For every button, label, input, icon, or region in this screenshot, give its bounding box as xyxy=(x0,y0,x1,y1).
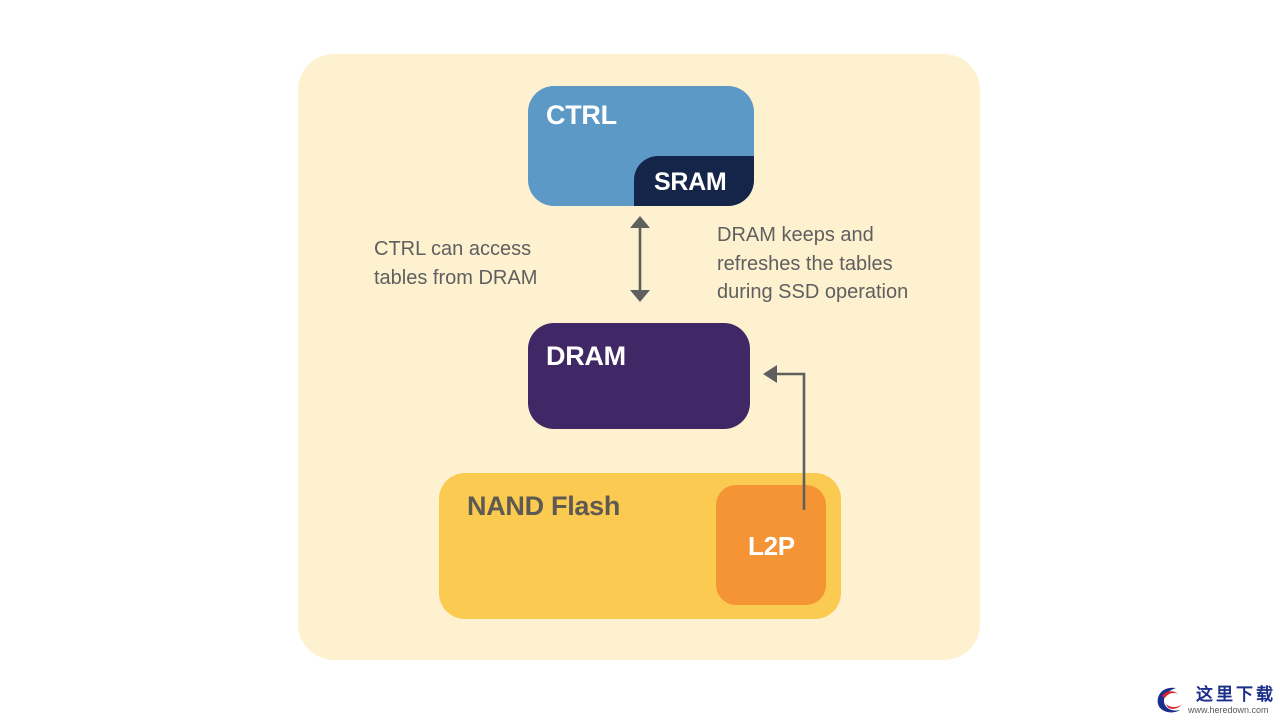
watermark-url: www.heredown.com xyxy=(1188,705,1269,715)
l2p-box: L2P xyxy=(716,485,826,605)
l2p-label: L2P xyxy=(748,531,795,561)
heredown-logo-icon xyxy=(1157,687,1182,713)
ctrl-label: CTRL xyxy=(546,100,617,130)
ctrl-access-note: CTRL can access tables from DRAM xyxy=(374,238,538,289)
nand-flash-box: NAND Flash L2P xyxy=(439,473,841,619)
dram-box: DRAM xyxy=(528,323,750,429)
sram-label: SRAM xyxy=(654,168,727,196)
nand-flash-label: NAND Flash xyxy=(467,491,621,521)
dram-refresh-note: DRAM keeps and refreshes the tables duri… xyxy=(717,224,909,303)
watermark-brand: 这里下载 xyxy=(1196,685,1276,705)
heredown-watermark: 这里下载 www.heredown.com xyxy=(1152,680,1274,718)
ctrl-box: CTRL SRAM xyxy=(528,86,754,206)
sram-box: SRAM xyxy=(634,156,754,206)
dram-label: DRAM xyxy=(546,341,626,371)
